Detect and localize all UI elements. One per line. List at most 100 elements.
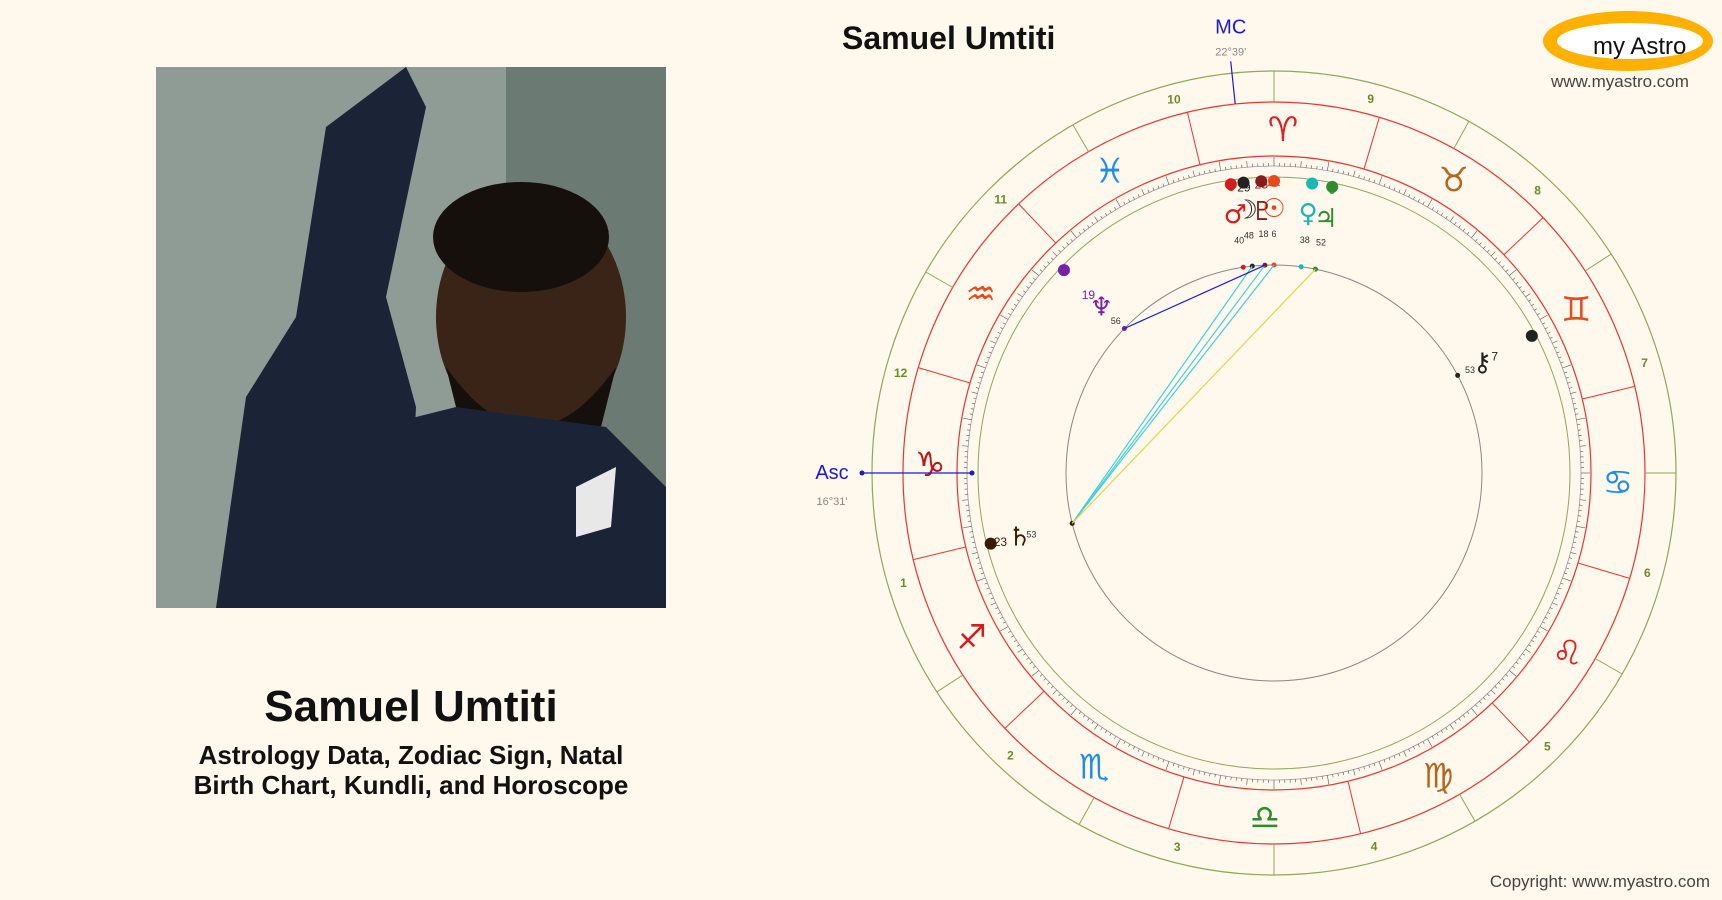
planet-minute: 6 (1271, 229, 1276, 239)
degree-tick (1078, 711, 1082, 715)
degree-tick (1479, 242, 1482, 246)
neptune-marker (1057, 264, 1070, 277)
degree-tick (1373, 179, 1376, 183)
degree-tick (1177, 178, 1180, 182)
moon-marker (1237, 176, 1250, 189)
degree-tick (1528, 299, 1532, 302)
degree-tick (1000, 327, 1004, 330)
degree-tick (1008, 313, 1012, 316)
degree-tick (1203, 772, 1206, 776)
degree-tick (1436, 733, 1439, 737)
degree-tick (1114, 207, 1117, 211)
degree-tick (997, 612, 1001, 615)
degree-tick (1109, 209, 1112, 213)
degree-tick (1029, 281, 1033, 285)
degree-tick (1091, 222, 1094, 225)
degree-tick (1544, 616, 1548, 619)
degree-tick (1132, 196, 1135, 200)
degree-tick (1032, 277, 1036, 281)
degree-tick (1458, 718, 1461, 721)
degree-tick (1031, 670, 1040, 677)
degree-tick (1536, 313, 1540, 316)
aspect-circle (1065, 264, 1483, 682)
chiron-marker (1525, 329, 1538, 342)
degree-tick (1445, 215, 1448, 219)
planet-degree: 25 (1255, 177, 1269, 191)
degree-tick (1579, 499, 1586, 501)
degree-tick (1393, 187, 1396, 191)
degree-tick (1383, 183, 1386, 187)
degree-tick (1029, 661, 1033, 665)
degree-tick (969, 413, 973, 415)
degree-tick (1058, 249, 1061, 253)
sign-divider (1004, 690, 1045, 729)
degree-scale-ring (966, 165, 1582, 781)
degree-tick (1332, 168, 1334, 172)
degree-tick (1398, 189, 1401, 193)
degree-tick (1013, 639, 1017, 643)
degree-tick (1152, 187, 1155, 191)
degree-tick (1147, 753, 1150, 757)
libra-icon: ♎ (1250, 798, 1280, 838)
aspect-anchor (1455, 372, 1461, 378)
degree-tick (962, 417, 972, 420)
degree-tick (1494, 257, 1498, 260)
planet-minute: 38 (1300, 235, 1310, 245)
degree-tick (1388, 185, 1391, 189)
degree-tick (1353, 769, 1356, 776)
degree-tick (1183, 766, 1185, 770)
degree-tick (1152, 755, 1155, 759)
degree-tick (1157, 185, 1160, 189)
degree-tick (1209, 169, 1211, 173)
degree-tick (1562, 577, 1572, 582)
degree-tick (986, 587, 990, 590)
degree-tick (1454, 222, 1457, 225)
asc-dot (859, 470, 865, 476)
degree-tick (1490, 251, 1496, 257)
degree-tick (1162, 183, 1165, 187)
aquarius-icon: ♒ (965, 274, 995, 314)
sign-divider (1363, 117, 1380, 170)
degree-tick (1000, 314, 1009, 320)
degree-tick (1132, 746, 1135, 750)
degree-tick (1192, 170, 1195, 177)
logo-url[interactable]: www.myastro.com (1551, 72, 1689, 91)
degree-tick (1570, 552, 1577, 555)
degree-tick (1519, 657, 1522, 660)
degree-tick (1300, 778, 1302, 785)
degree-tick (1047, 682, 1050, 685)
degree-tick (1026, 657, 1029, 660)
degree-tick (1564, 572, 1568, 575)
degree-tick (1483, 246, 1486, 249)
degree-tick (1078, 231, 1082, 235)
mars-marker (1224, 178, 1237, 191)
house-cusp (1078, 797, 1095, 825)
degree-tick (1556, 351, 1560, 354)
degree-tick (1147, 189, 1150, 193)
degree-tick (1449, 216, 1454, 222)
degree-tick (1454, 721, 1457, 724)
degree-tick (1445, 727, 1448, 731)
degree-tick (1214, 774, 1216, 778)
degree-tick (1023, 653, 1026, 656)
degree-tick (1198, 172, 1201, 176)
degree-tick (1082, 714, 1086, 718)
degree-tick (970, 408, 974, 410)
degree-tick (1579, 445, 1586, 447)
sign-divider (1018, 203, 1057, 244)
house-cusp (1453, 121, 1470, 149)
pluto-marker (1255, 175, 1268, 188)
degree-tick (1337, 169, 1339, 173)
degree-tick (1052, 689, 1058, 695)
degree-tick (1528, 644, 1532, 647)
degree-tick (1100, 727, 1103, 731)
degree-tick (1209, 773, 1211, 777)
planet-degree: 3 (1228, 180, 1235, 194)
degree-tick (1070, 704, 1073, 708)
degree-tick (997, 331, 1001, 334)
house-cusp (936, 674, 964, 693)
myastro-logo[interactable]: my Astro (1543, 11, 1713, 71)
degree-tick (1549, 607, 1553, 610)
degree-tick (1363, 766, 1365, 770)
degree-tick (1008, 630, 1012, 633)
